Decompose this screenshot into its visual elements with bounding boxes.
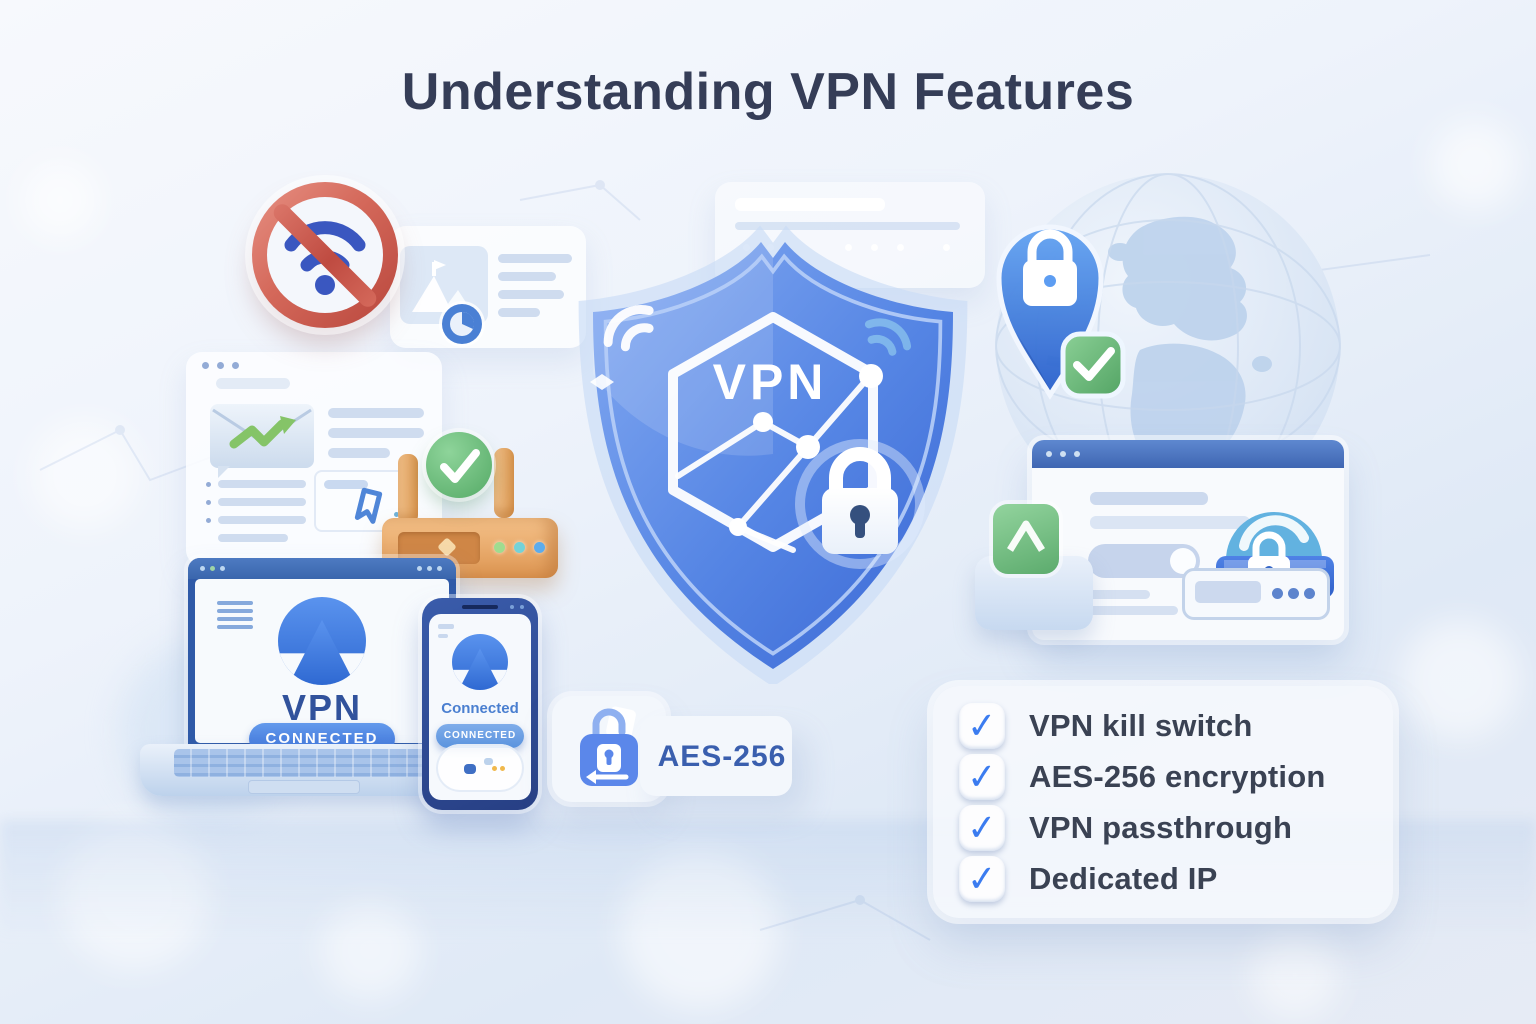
- vpn-shield-icon: VPN: [578, 225, 968, 684]
- shield-lock-icon: [795, 439, 925, 569]
- feature-label: VPN passthrough: [1029, 809, 1293, 845]
- no-wifi-icon: [252, 182, 398, 328]
- browser-titlebar: [1032, 440, 1344, 468]
- browser-window-right: [1032, 440, 1344, 640]
- feature-label: VPN kill switch: [1029, 707, 1253, 743]
- feature-label: AES-256 encryption: [1029, 758, 1326, 794]
- signal-arcs-icon: [603, 305, 654, 352]
- check-icon: ✓: [959, 855, 1005, 902]
- password-field[interactable]: [1182, 568, 1330, 620]
- feature-row: ✓ Dedicated IP: [933, 854, 1393, 904]
- router-antenna: [494, 448, 514, 518]
- laptop-trackpad[interactable]: [248, 780, 360, 794]
- check-icon: ✓: [959, 804, 1005, 851]
- menu-icon[interactable]: [217, 601, 253, 633]
- phone: Connected CONNECTED: [422, 598, 538, 810]
- feature-list-card: ✓ VPN kill switch ✓ AES-256 encryption ✓…: [933, 686, 1393, 918]
- phone-status-label: Connected: [441, 700, 519, 717]
- check-circle-icon: [426, 432, 492, 498]
- location-pin-lock-icon: [996, 224, 1126, 400]
- phone-speaker: [462, 605, 498, 609]
- vpn-logo-icon: [278, 597, 366, 685]
- bookmark-icon: [354, 487, 383, 524]
- feature-row: ✓ VPN passthrough: [933, 803, 1393, 853]
- laptop-screen: VPN CONNECTED: [188, 558, 456, 755]
- check-icon: ✓: [950, 743, 1005, 806]
- phone-vpn-logo-icon: [452, 634, 508, 690]
- laptop-vpn-label: VPN: [281, 687, 363, 728]
- page-title: Understanding VPN Features: [401, 63, 1135, 121]
- laptop-base: [140, 744, 462, 796]
- upload-triangle-icon: [993, 504, 1059, 574]
- phone-screen: Connected CONNECTED: [429, 614, 531, 800]
- feature-row: ✓ VPN kill switch: [933, 701, 1393, 754]
- image-placeholder: [400, 246, 488, 324]
- encryption-lock-icon: [580, 706, 638, 786]
- phone-map: [436, 744, 524, 792]
- verified-check-badge: [1060, 331, 1126, 399]
- laptop-keyboard[interactable]: [174, 749, 430, 777]
- router-antenna: [398, 454, 418, 524]
- email-icon: [210, 404, 314, 478]
- content-card: [390, 226, 586, 348]
- toggle-switch[interactable]: [1088, 544, 1200, 578]
- pie-badge-icon: [442, 304, 482, 344]
- laptop-titlebar: [188, 558, 456, 579]
- encryption-badge-label: AES-256: [657, 740, 787, 773]
- vpn-app-screen: VPN CONNECTED: [195, 579, 449, 755]
- encryption-badge-tab: [640, 716, 792, 796]
- check-icon: ✓: [959, 702, 1013, 754]
- pin-lock-icon: [1023, 229, 1077, 306]
- shield-label: VPN: [713, 354, 828, 410]
- router-icon: [382, 518, 558, 578]
- feature-label: Dedicated IP: [1029, 860, 1218, 896]
- feature-row: ✓ AES-256 encryption: [933, 743, 1393, 806]
